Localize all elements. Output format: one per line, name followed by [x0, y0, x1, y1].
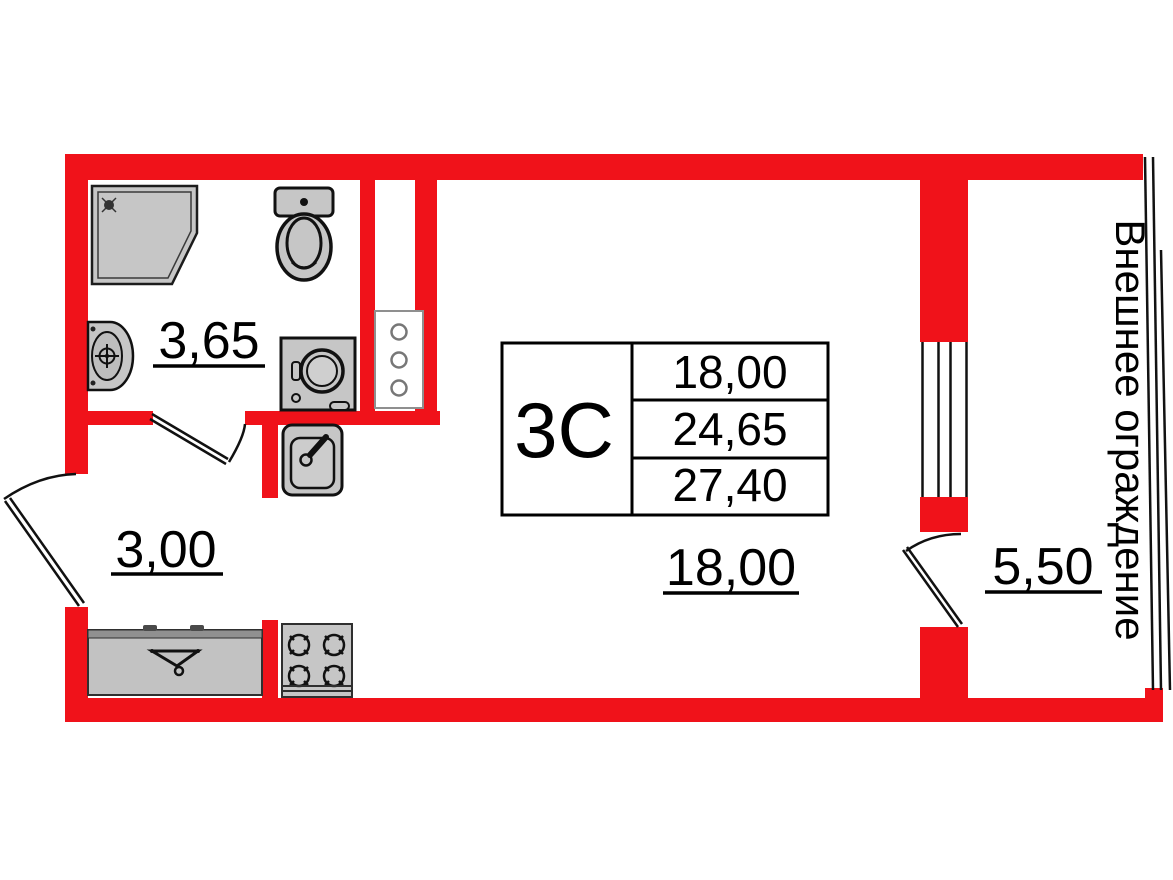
external-fence-lines [1143, 156, 1172, 691]
wall-bottom [65, 698, 1163, 722]
walls [65, 154, 1163, 722]
area-label-hallway: 3,00 [115, 521, 216, 579]
bathroom-door-arc [227, 423, 247, 463]
bathroom-door [149, 412, 247, 466]
entrance-door [3, 472, 86, 607]
unit-area-row-1: 18,00 [672, 346, 787, 398]
wall-top [65, 154, 1143, 180]
riser-icon [390, 379, 408, 397]
wall-left-upper [65, 154, 88, 474]
wall-right-mid [920, 497, 968, 532]
utility-shaft [374, 310, 424, 409]
toilet-flush-button [300, 198, 308, 206]
washing-machine [279, 336, 357, 412]
kitchen-sink [281, 423, 344, 497]
wall-bath-right [360, 180, 375, 411]
room-area-labels: 3,65 3,00 18,00 5,50 [111, 312, 1102, 597]
washbasin [86, 320, 135, 392]
area-label-living-room: 18,00 [666, 539, 796, 597]
wall-stub-lower [262, 620, 278, 698]
window [921, 342, 968, 497]
external-fence-label: Внешнее ограждение [1107, 219, 1154, 640]
wall-left-lower [65, 607, 88, 722]
riser-icon [390, 323, 408, 341]
wall-bath-bottom-right [245, 411, 440, 425]
unit-area-row-2: 24,65 [672, 403, 787, 455]
wardrobe [87, 625, 263, 696]
area-label-balcony: 5,50 [992, 538, 1093, 596]
stove [281, 623, 353, 698]
area-label-bathroom: 3,65 [158, 312, 259, 370]
riser-icon [390, 351, 408, 369]
unit-info-table: 3С 18,00 24,65 27,40 [500, 341, 830, 517]
wall-right-upper [920, 180, 968, 342]
wall-right-lower [920, 627, 968, 698]
balcony-door-arc [905, 532, 962, 553]
wall-stub-kitchen [262, 425, 278, 498]
unit-area-row-3: 27,40 [672, 459, 787, 511]
hanger-icon [146, 649, 203, 677]
toilet [273, 186, 335, 282]
wall-balcony-corner [1145, 688, 1163, 700]
shower-tray [90, 184, 199, 286]
unit-type-label: 3С [514, 386, 614, 474]
balcony-door [901, 532, 964, 628]
entrance-door-arc [3, 472, 77, 501]
wall-bath-bottom-left [88, 411, 153, 425]
